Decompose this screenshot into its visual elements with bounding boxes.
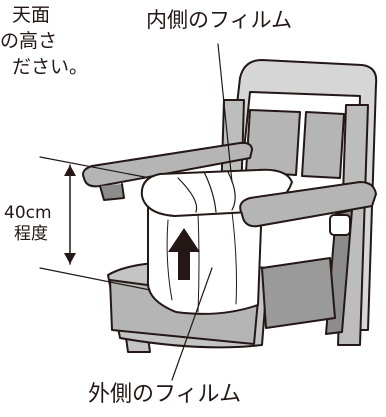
- inner-film-label: 内側のフィルム: [146, 8, 293, 32]
- height-top-line: [39, 156, 151, 179]
- height-qualifier-label: 程度: [14, 224, 48, 244]
- inner-film-leader: [217, 43, 233, 183]
- back-cushion-left: [245, 109, 301, 176]
- outer-film-leader: [171, 267, 213, 381]
- right-armrest: [239, 181, 377, 228]
- left-armrest: [82, 141, 253, 188]
- instruction-line-3: ださい。: [12, 56, 89, 78]
- instruction-line-1: 天面: [12, 4, 51, 26]
- instruction-line-2: の高さ: [0, 30, 58, 52]
- height-value-label: 40cm: [4, 203, 52, 223]
- height-bottom-line: [39, 267, 151, 291]
- chair-side-base: [261, 257, 336, 329]
- up-arrow-icon: [168, 228, 200, 280]
- outer-film-label: 外側のフィルム: [88, 382, 242, 407]
- back-cushion-right: [301, 111, 345, 179]
